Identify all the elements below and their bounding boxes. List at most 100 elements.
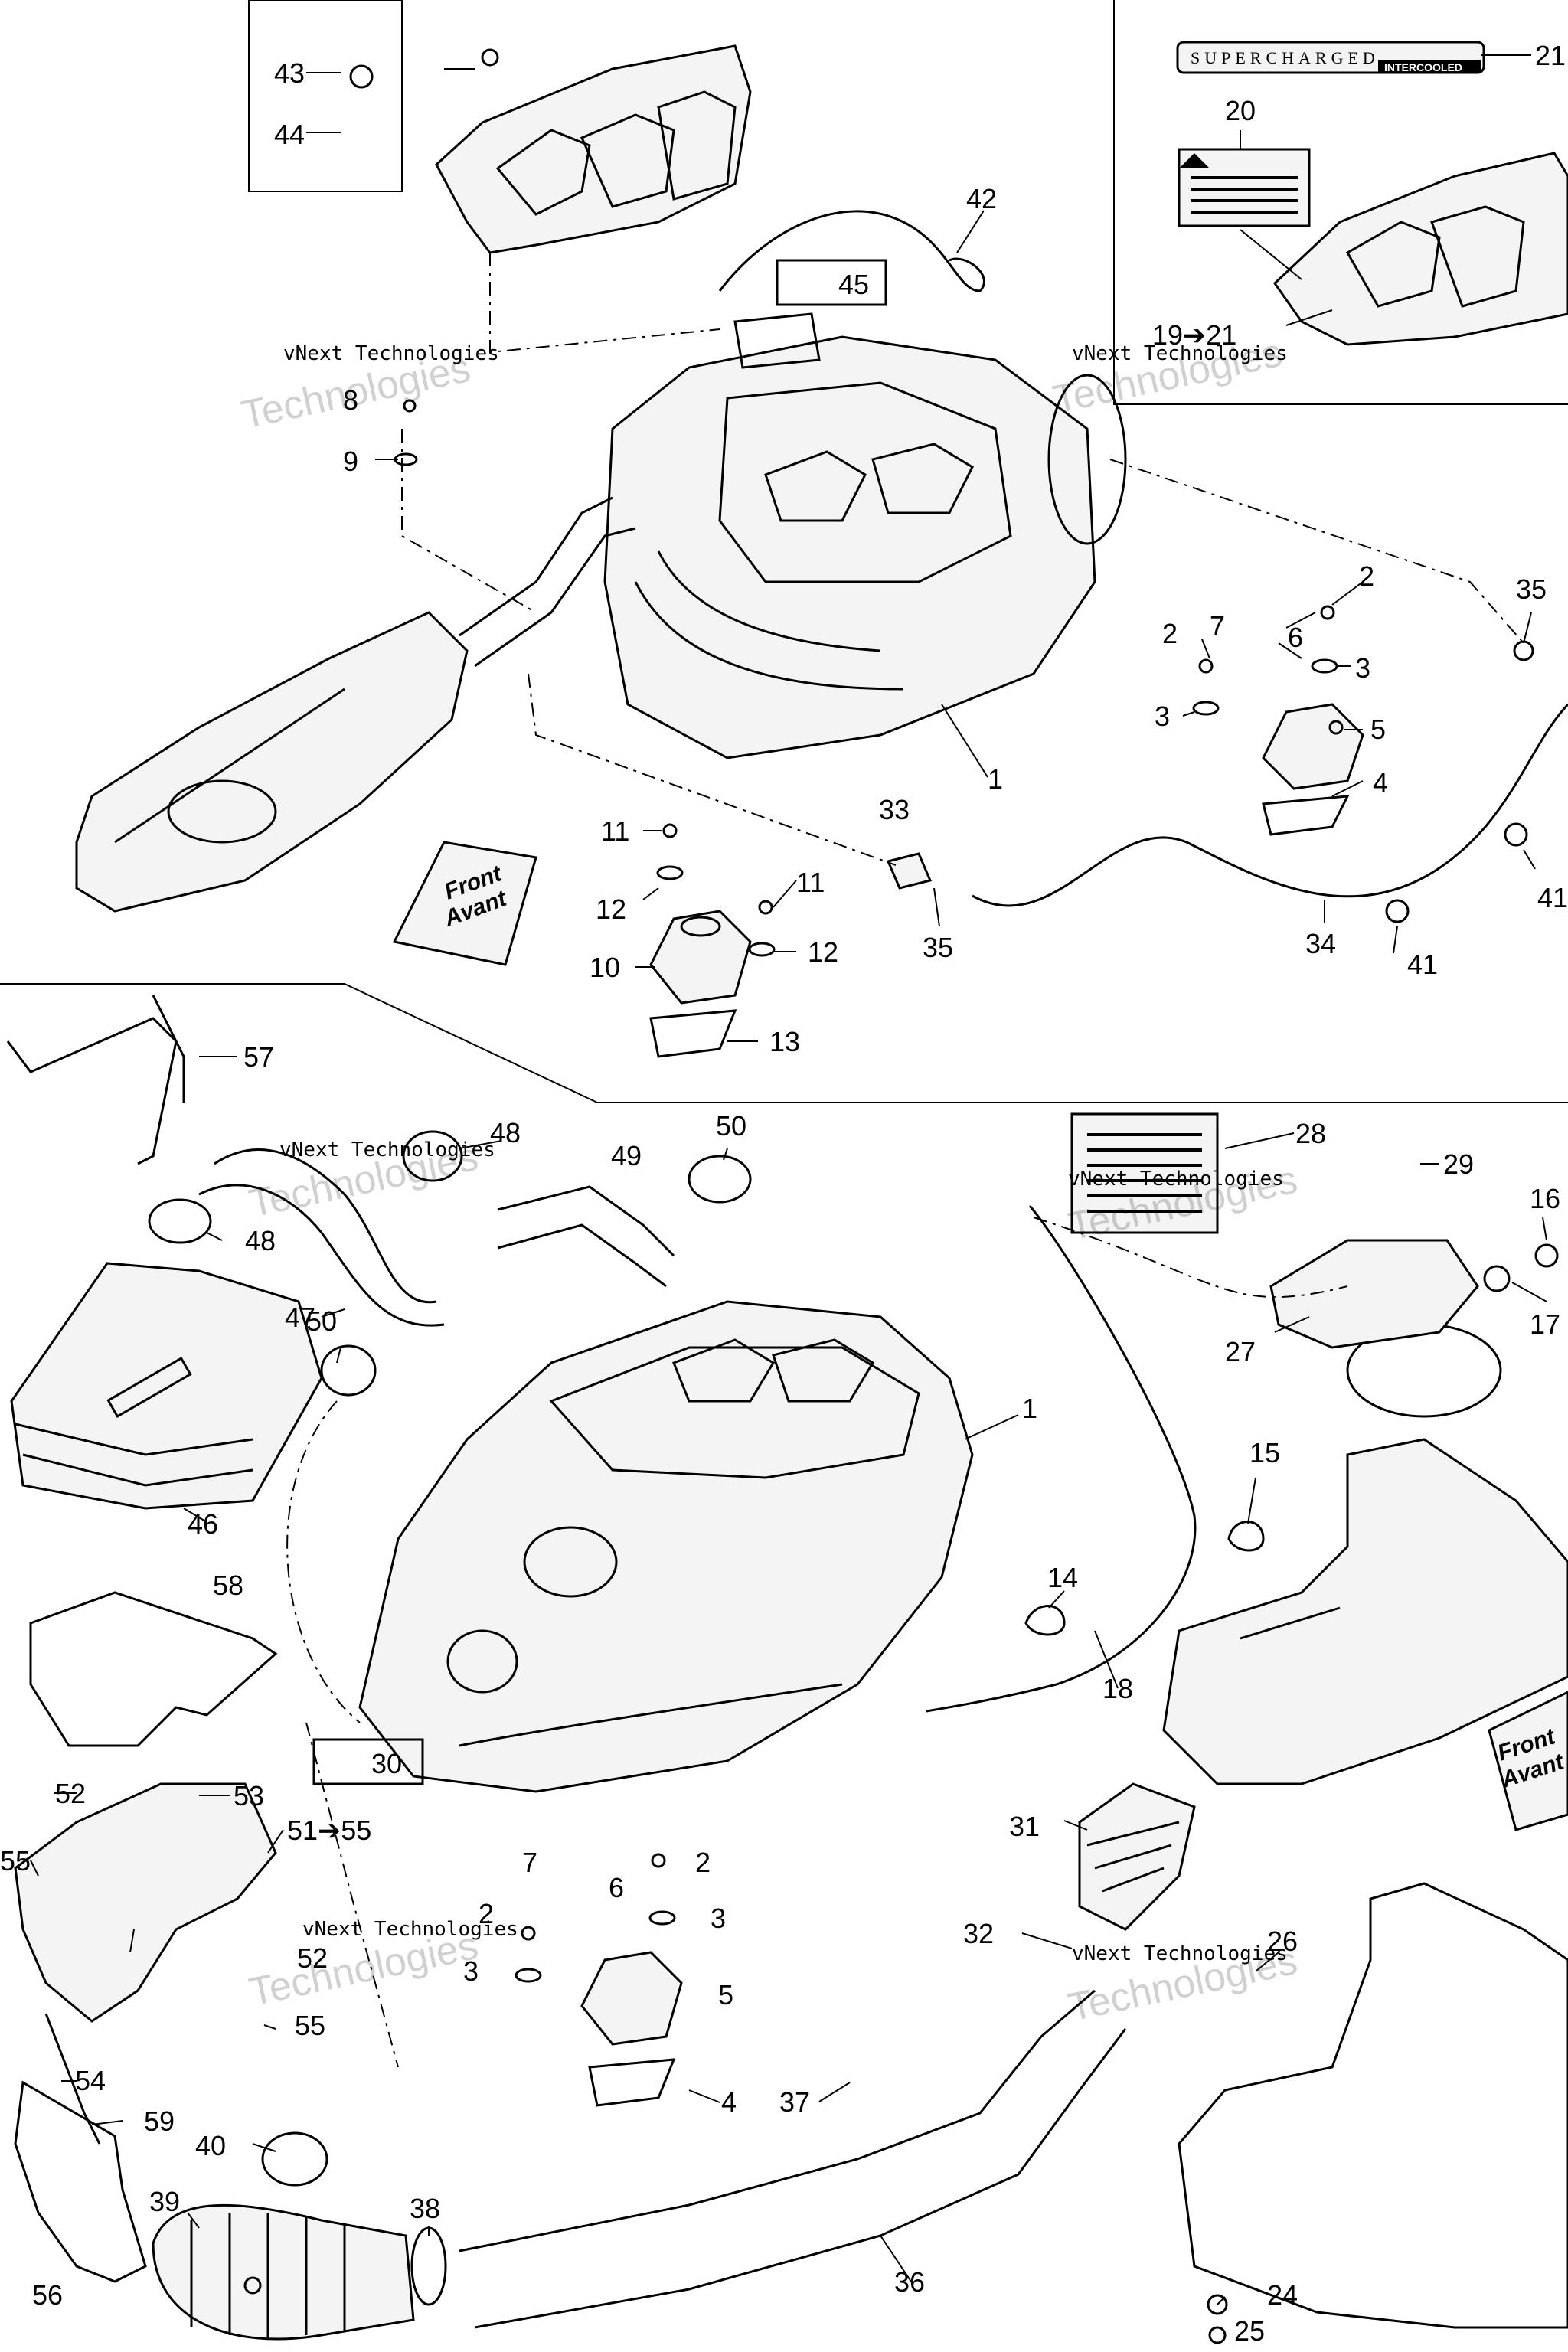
callout-43: 43 — [274, 57, 305, 89]
callout-42: 42 — [966, 183, 997, 214]
callout-52-top: 52 — [55, 1778, 86, 1809]
intake-duct-36-b — [474, 2028, 1127, 2329]
callout-50-left: 50 — [306, 1305, 337, 1337]
callout-57: 57 — [243, 1041, 274, 1073]
callout-2-top-right: 2 — [1359, 560, 1374, 592]
callout-1-top: 1 — [988, 763, 1003, 795]
engine-top — [603, 312, 1127, 760]
watermark-1: vNext Technologies — [283, 342, 499, 365]
engine-mount-bottom — [580, 1951, 683, 2107]
callout-54: 54 — [75, 2065, 106, 2096]
watermark-4: vNext Technologies — [1068, 1168, 1284, 1191]
clamp-48-right — [402, 1130, 463, 1182]
inset-frame-decal — [1113, 0, 1568, 405]
engine-cover-inset — [1273, 152, 1568, 346]
callout-48-right: 48 — [490, 1117, 521, 1148]
callout-44: 44 — [274, 119, 305, 150]
callout-7-top: 7 — [1210, 610, 1225, 642]
clip-15 — [1227, 1521, 1265, 1552]
assembly-line-bottom-left — [305, 1722, 399, 2068]
inset-frame-clip — [248, 0, 403, 192]
callout-29: 29 — [1443, 1148, 1474, 1180]
front-arrow-top: Front Avant — [392, 841, 537, 966]
callout-18: 18 — [1102, 1673, 1133, 1704]
intake-duct-36 — [459, 1989, 1096, 2252]
callout-19-21: 19➔21 — [1152, 319, 1236, 351]
callout-45: 45 — [838, 269, 869, 300]
warning-label-bottom — [1070, 1112, 1219, 1234]
callout-7-bottom: 7 — [522, 1847, 537, 1878]
bracket-57 — [6, 995, 185, 1165]
callout-39: 39 — [149, 2186, 180, 2217]
section-divider — [0, 983, 1568, 1103]
hose-47-b — [198, 1184, 445, 1327]
connector-33 — [886, 852, 933, 890]
callout-35-bottom: 35 — [923, 932, 953, 963]
callout-8: 8 — [343, 384, 358, 416]
callout-10: 10 — [590, 952, 620, 983]
cable-18 — [926, 1205, 1197, 1713]
callout-33: 33 — [879, 794, 910, 825]
callout-4-top: 4 — [1373, 767, 1388, 799]
callout-21: 21 — [1535, 40, 1566, 71]
callout-47: 47 — [285, 1302, 315, 1333]
callout-37: 37 — [779, 2086, 810, 2118]
clamp-40 — [261, 2132, 328, 2187]
air-intake-plenum-top — [75, 496, 636, 913]
engine-bottom — [358, 1300, 974, 1793]
assembly-line-left — [401, 429, 537, 613]
intercooler-46 — [10, 1262, 323, 1510]
clip-14 — [1024, 1605, 1066, 1636]
callout-28: 28 — [1295, 1118, 1326, 1149]
callout-3-top-left: 3 — [1155, 701, 1170, 732]
assembly-line-bottom-cable — [1033, 1217, 1348, 1298]
callout-36: 36 — [894, 2266, 925, 2298]
callout-46: 46 — [188, 1508, 218, 1540]
assembly-line-bottom-engine — [286, 1400, 361, 1723]
bracket-56 — [14, 2080, 147, 2283]
assembly-line-top-cover — [489, 253, 720, 354]
callout-2-bottom-right: 2 — [695, 1847, 710, 1878]
callout-5-bottom: 5 — [718, 1979, 733, 2011]
watermark-3: vNext Technologies — [279, 1138, 495, 1161]
callout-2-bottom-left: 2 — [479, 1898, 494, 1929]
breather-line-42 — [718, 210, 985, 292]
hose-49-b — [497, 1223, 667, 1288]
callout-4-bottom: 4 — [721, 2086, 737, 2118]
callout-27: 27 — [1225, 1336, 1256, 1367]
callout-41-left: 41 — [1407, 949, 1438, 980]
callout-24: 24 — [1267, 2279, 1298, 2311]
callout-14: 14 — [1047, 1562, 1078, 1593]
strap-54 — [44, 2013, 101, 2145]
callout-20: 20 — [1225, 95, 1256, 126]
callout-38: 38 — [410, 2193, 440, 2224]
watermark-2: vNext Technologies — [1072, 342, 1288, 365]
clamp-50-left — [320, 1344, 377, 1396]
callout-55-left: 55 — [0, 1845, 31, 1877]
clamp-38 — [410, 2226, 447, 2306]
callout-3-bottom-left: 3 — [463, 1955, 479, 1987]
assembly-line-vent — [528, 673, 897, 866]
callout-58: 58 — [213, 1570, 243, 1601]
callout-16: 16 — [1530, 1183, 1560, 1214]
callout-17: 17 — [1530, 1308, 1560, 1340]
callout-40: 40 — [195, 2130, 226, 2161]
callout-31: 31 — [1009, 1811, 1040, 1842]
lower-airbox-26 — [1178, 1882, 1568, 2329]
callout-50-top: 50 — [716, 1110, 746, 1142]
callout-6-bottom: 6 — [609, 1872, 624, 1903]
callout-1-bottom: 1 — [1022, 1393, 1037, 1424]
clamp-48-left — [148, 1198, 212, 1244]
clip-box-45 — [776, 259, 887, 306]
callout-9: 9 — [343, 446, 358, 477]
decal-main-text: SUPERCHARGED — [1191, 48, 1380, 67]
vent-hose-34 — [972, 703, 1568, 907]
callout-2-top-left: 2 — [1162, 618, 1178, 649]
callout-30: 30 — [371, 1748, 402, 1779]
watermark-5: vNext Technologies — [302, 1918, 518, 1941]
engine-cover-top — [435, 44, 752, 254]
callout-3-top-right: 3 — [1355, 652, 1370, 684]
callout-15: 15 — [1250, 1437, 1280, 1468]
hose-49 — [497, 1185, 675, 1257]
